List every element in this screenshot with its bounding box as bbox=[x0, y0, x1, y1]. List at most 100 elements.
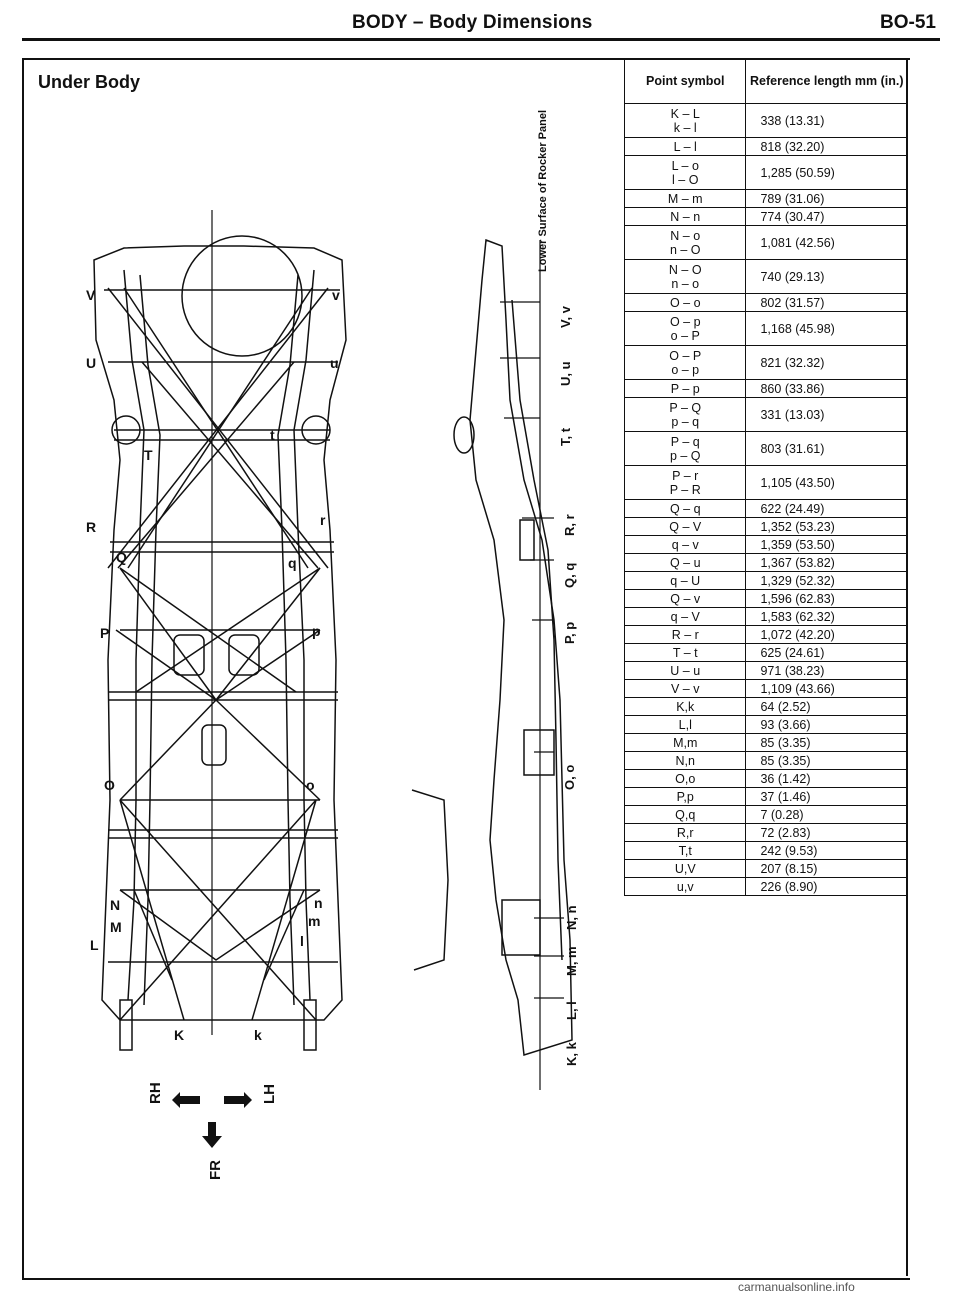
point-symbol: N – n bbox=[670, 209, 701, 224]
reference-length-table: Point symbol Reference length mm (in.) K… bbox=[623, 58, 908, 896]
point-symbol-cell: Q – q bbox=[623, 499, 747, 518]
page-header: BODY – Body Dimensions BO-51 bbox=[22, 8, 940, 41]
point-symbol: p – Q bbox=[669, 448, 701, 463]
side-label-mm: M, m bbox=[564, 946, 579, 976]
point-label-K: K bbox=[174, 1027, 184, 1043]
point-symbol: U,V bbox=[674, 861, 696, 876]
reference-length-cell: 971 (38.23) bbox=[745, 661, 908, 680]
table-row: U – u 971 (38.23) bbox=[623, 661, 908, 680]
point-symbol-cell: U – u bbox=[623, 661, 747, 680]
point-symbol-cell: M,m bbox=[623, 733, 747, 752]
reference-length-cell: 93 (3.66) bbox=[745, 715, 908, 734]
point-symbol-cell: R – r bbox=[623, 625, 747, 644]
point-symbol-cell: Q – u bbox=[623, 553, 747, 572]
table-row: L,l 93 (3.66) bbox=[623, 715, 908, 734]
point-symbol: N – O bbox=[668, 262, 702, 277]
table-row: N – n 774 (30.47) bbox=[623, 207, 908, 226]
point-symbol-cell: q – v bbox=[623, 535, 747, 554]
side-label-rr: R, r bbox=[562, 514, 577, 536]
reference-length-cell: 774 (30.47) bbox=[745, 207, 908, 226]
point-label-L: L bbox=[90, 937, 99, 953]
point-label-o: o bbox=[306, 777, 315, 793]
point-symbol: O – P bbox=[669, 348, 702, 363]
reference-length-cell: 1,109 (43.66) bbox=[745, 679, 908, 698]
point-label-M: M bbox=[110, 919, 122, 935]
watermark: carmanualsonline.info bbox=[738, 1280, 855, 1294]
point-symbol: P – Q bbox=[669, 400, 702, 415]
point-label-N: N bbox=[110, 897, 120, 913]
side-label-tt: T, t bbox=[558, 427, 573, 446]
side-label-kk: K, k bbox=[564, 1041, 579, 1066]
point-label-r: r bbox=[320, 512, 326, 528]
point-symbol: Q – v bbox=[670, 591, 701, 606]
reference-length-cell: 1,359 (53.50) bbox=[745, 535, 908, 554]
reference-length-cell: 789 (31.06) bbox=[745, 189, 908, 208]
table-header-row: Point symbol Reference length mm (in.) bbox=[623, 58, 908, 104]
point-label-k: k bbox=[254, 1027, 262, 1043]
reference-length-cell: 1,168 (45.98) bbox=[745, 311, 908, 346]
point-symbol: P,p bbox=[676, 789, 694, 804]
fr-label: FR bbox=[207, 1160, 224, 1180]
point-label-V: V bbox=[86, 287, 96, 303]
point-symbol: K,k bbox=[676, 699, 695, 714]
side-view-lines bbox=[500, 240, 564, 1090]
point-symbol-cell: T – t bbox=[623, 643, 747, 662]
reference-length-cell: 802 (31.57) bbox=[745, 293, 908, 312]
point-symbol-cell: U,V bbox=[623, 859, 747, 878]
point-label-m: m bbox=[308, 913, 320, 929]
table-row: V – v 1,109 (43.66) bbox=[623, 679, 908, 698]
point-symbol: P – q bbox=[670, 434, 700, 449]
reference-length-cell: 1,367 (53.82) bbox=[745, 553, 908, 572]
point-symbol: P – p bbox=[670, 381, 700, 396]
rh-label: RH bbox=[147, 1082, 164, 1104]
reference-length-header: Reference length mm (in.) bbox=[745, 58, 908, 104]
point-symbol: L – l bbox=[673, 139, 697, 154]
point-symbol-cell: q – U bbox=[623, 571, 747, 590]
point-symbol: U – u bbox=[670, 663, 701, 678]
reference-length-cell: 1,352 (53.23) bbox=[745, 517, 908, 536]
point-symbol: n – o bbox=[671, 276, 700, 291]
point-symbol: T – t bbox=[672, 645, 698, 660]
point-symbol-cell: R,r bbox=[623, 823, 747, 842]
side-label-nn: N, n bbox=[564, 905, 579, 930]
point-symbol: K – L bbox=[670, 106, 700, 121]
point-symbol-cell: K,k bbox=[623, 697, 747, 716]
point-symbol: q – U bbox=[670, 573, 701, 588]
point-symbol-cell: P – p bbox=[623, 379, 747, 398]
figure-frame bbox=[22, 58, 910, 1280]
point-symbol: p – q bbox=[671, 414, 700, 429]
rocker-panel-label: Lower Surface of Rocker Panel bbox=[537, 110, 549, 272]
point-symbol: M,m bbox=[673, 735, 698, 750]
underbody-plan-view bbox=[93, 210, 347, 1051]
direction-indicator: RH LH FR bbox=[147, 1082, 278, 1180]
point-symbol: P – r bbox=[672, 468, 699, 483]
point-symbol: L,l bbox=[678, 717, 692, 732]
point-symbol: T,t bbox=[678, 843, 692, 858]
section-heading: BODY – Body Dimensions bbox=[352, 12, 593, 33]
point-symbol-cell: M – m bbox=[623, 189, 747, 208]
point-symbol: q – V bbox=[670, 609, 700, 624]
point-symbol-cell: N,n bbox=[623, 751, 747, 770]
point-symbol: V – v bbox=[670, 681, 700, 696]
